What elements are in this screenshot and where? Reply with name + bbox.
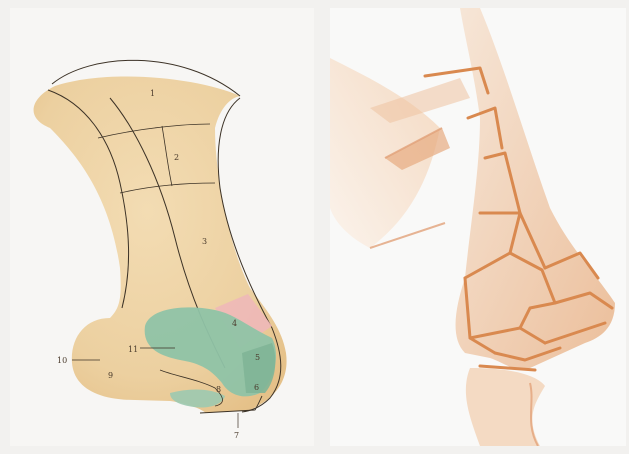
label-6: 6 [254,383,259,392]
label-10: 10 [57,356,67,365]
label-5: 5 [255,353,260,362]
label-2: 2 [174,153,179,162]
nose-anatomy-diagram: 1 2 3 4 5 6 7 8 9 10 11 [10,8,314,446]
label-1: 1 [150,89,155,98]
label-3: 3 [202,237,207,246]
label-11: 11 [128,345,138,354]
nose-planar-sketch [330,8,626,446]
nose-planar-svg [330,8,626,446]
label-7: 7 [234,431,239,440]
nose-body-wash [456,8,615,369]
label-4: 4 [232,319,237,328]
label-9: 9 [108,371,113,380]
label-8: 8 [216,385,221,394]
nose-anatomy-svg: 1 2 3 4 5 6 7 8 9 10 11 [10,8,314,446]
